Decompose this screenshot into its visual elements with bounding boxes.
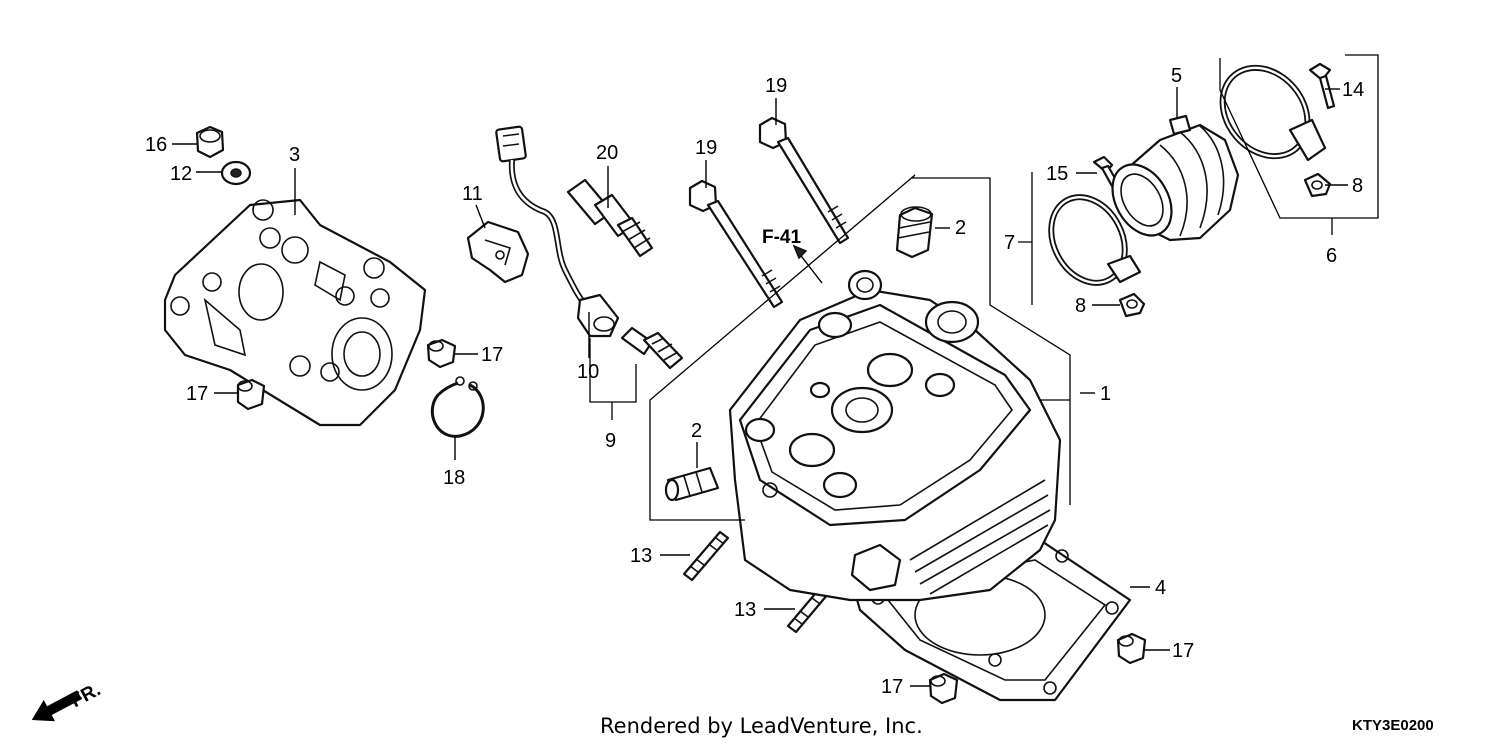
reference-label: F-41 <box>762 227 802 248</box>
part-12-washer[interactable] <box>220 160 252 186</box>
leader-lines <box>172 87 1348 687</box>
part-17-dowel-right[interactable] <box>1116 632 1147 665</box>
part-3-manifold[interactable] <box>163 198 427 427</box>
label-5: 5 <box>1171 65 1182 87</box>
label-8-upper: 8 <box>1352 175 1363 197</box>
label-12: 12 <box>170 163 192 185</box>
label-11: 11 <box>462 183 483 205</box>
label-17-left: 17 <box>186 383 208 405</box>
label-18: 18 <box>443 467 465 489</box>
part-8-nut-upper[interactable] <box>1303 172 1332 198</box>
part-19-bolt-upper[interactable] <box>758 116 850 245</box>
part-2-guide-lower[interactable] <box>664 466 720 502</box>
label-10: 10 <box>577 361 599 383</box>
part-5-intake-boot[interactable] <box>1100 114 1240 246</box>
label-17-right: 17 <box>1172 640 1194 662</box>
part-14-screw[interactable] <box>1308 62 1336 110</box>
part-18-circlip[interactable] <box>430 376 485 438</box>
diagram-code: KTY3E0200 <box>1352 717 1434 734</box>
label-4: 4 <box>1155 577 1166 599</box>
part-7-clamp[interactable] <box>1037 184 1142 295</box>
label-8-lower: 8 <box>1075 295 1086 317</box>
part-11-sensor[interactable] <box>466 220 530 284</box>
label-1: 1 <box>1100 383 1111 405</box>
label-13-lower: 13 <box>734 599 756 621</box>
part-10-plug-cap[interactable] <box>495 125 620 338</box>
label-17-bottom: 17 <box>881 676 903 698</box>
footer-credit: Rendered by LeadVenture, Inc. <box>600 714 923 738</box>
part-17-dowel-bottom[interactable] <box>928 672 959 705</box>
label-14: 14 <box>1342 79 1364 101</box>
part-8-nut-lower[interactable] <box>1118 292 1146 318</box>
part-2-guide-upper[interactable] <box>895 206 934 259</box>
reference-arrow <box>792 244 823 284</box>
part-17-dowel-mid[interactable] <box>426 338 457 369</box>
label-13-upper: 13 <box>630 545 652 567</box>
label-19-lower: 19 <box>695 137 717 159</box>
label-2-lower: 2 <box>691 420 702 442</box>
part-1-cylinder-head[interactable] <box>728 269 1062 602</box>
label-19-upper: 19 <box>765 75 787 97</box>
label-6: 6 <box>1326 245 1337 267</box>
label-15: 15 <box>1046 163 1068 185</box>
label-16: 16 <box>145 134 167 156</box>
front-direction-label: FR. <box>67 679 104 712</box>
bracket-part-1 <box>649 174 1071 521</box>
bracket-part-9 <box>589 338 637 420</box>
label-7: 7 <box>1004 232 1015 254</box>
part-17-dowel-left[interactable] <box>236 378 266 411</box>
label-20: 20 <box>596 142 618 164</box>
part-13-stud-upper[interactable] <box>682 530 730 582</box>
label-2-upper: 2 <box>955 217 966 239</box>
bracket-part-6 <box>1219 54 1379 235</box>
label-3: 3 <box>289 144 300 166</box>
bracket-part-7 <box>1018 172 1033 305</box>
front-direction-arrow <box>31 690 82 722</box>
label-9: 9 <box>605 430 616 452</box>
part-19-bolt-lower[interactable] <box>688 179 784 309</box>
part-16-nut[interactable] <box>195 125 225 159</box>
label-17-mid: 17 <box>481 344 503 366</box>
part-6-clamp[interactable] <box>1205 51 1327 173</box>
part-20-spark-plug[interactable] <box>566 178 654 258</box>
part-9-spark-plug-lower[interactable] <box>620 326 684 370</box>
